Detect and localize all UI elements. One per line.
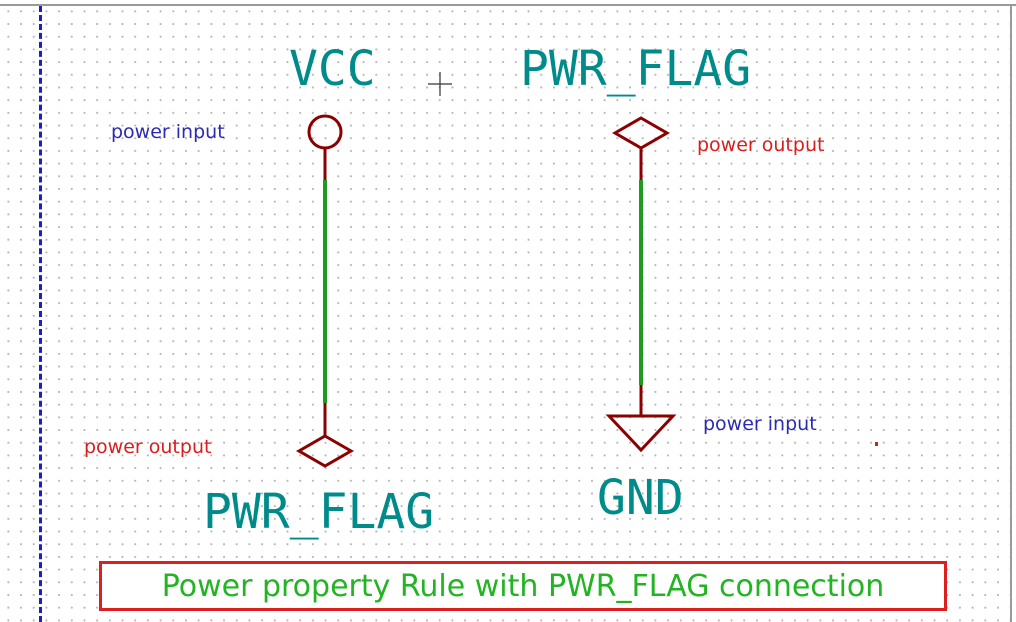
window-top-border bbox=[0, 0, 1016, 6]
gnd-triangle-icon[interactable] bbox=[605, 414, 677, 453]
gnd-pin-type-label: power input bbox=[703, 413, 817, 435]
vcc-pin-type-label: power input bbox=[111, 121, 225, 143]
vcc-net-label[interactable]: VCC bbox=[289, 41, 376, 97]
cursor-crosshair-icon bbox=[428, 72, 452, 96]
sheet-border-line bbox=[39, 6, 42, 622]
pwr-flag-bottom-net-label[interactable]: PWR_FLAG bbox=[203, 484, 435, 540]
pwr-flag-bottom-pin-type-label: power output bbox=[84, 436, 212, 458]
gnd-net-label[interactable]: GND bbox=[597, 470, 684, 526]
pwr-flag-bottom-diamond-icon[interactable] bbox=[295, 434, 355, 468]
caption-box: Power property Rule with PWR_FLAG connec… bbox=[99, 561, 947, 611]
window-right-border bbox=[1010, 6, 1016, 622]
stray-marker-dot bbox=[875, 442, 878, 446]
caption-text: Power property Rule with PWR_FLAG connec… bbox=[161, 568, 885, 604]
pwr-flag-top-net-label[interactable]: PWR_FLAG bbox=[520, 41, 752, 97]
vcc-power-symbol-icon[interactable] bbox=[307, 114, 343, 150]
pwr-flag-top-diamond-icon[interactable] bbox=[611, 116, 671, 150]
pwr-flag-top-pin-type-label: power output bbox=[697, 134, 825, 156]
